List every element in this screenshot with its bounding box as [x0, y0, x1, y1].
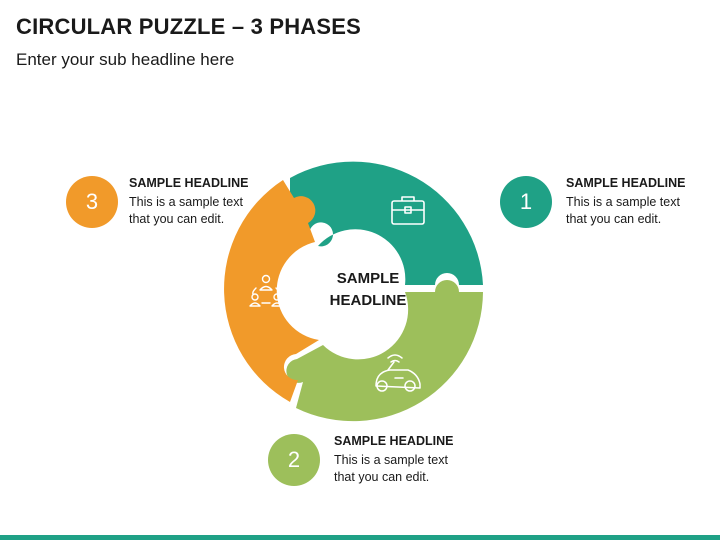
phase-1-body-line-1: This is a sample text — [566, 195, 680, 209]
puzzle-segment-3 — [224, 180, 319, 402]
puzzle-segment-1 — [290, 161, 483, 285]
footer-bar — [0, 535, 720, 540]
center-headline-line-2: HEADLINE — [329, 292, 407, 309]
slide-title: CIRCULAR PUZZLE – 3 PHASES — [16, 14, 362, 39]
phase-1-body-line-2: that you can edit. — [566, 212, 662, 226]
center-headline-line-1: SAMPLE — [336, 270, 400, 287]
center-disc — [307, 242, 403, 338]
phase-1-text: SAMPLE HEADLINE This is a sample text th… — [566, 176, 720, 228]
puzzle-segment-2 — [286, 280, 483, 422]
autonomous-car-icon — [375, 354, 421, 392]
phase-2-body-line-2: that you can edit. — [334, 470, 430, 484]
phase-2-badge: 2 — [268, 434, 320, 486]
team-cycle-icon — [249, 274, 283, 307]
briefcase-icon — [391, 196, 425, 225]
phase-2-body-line-1: This is a sample text — [334, 453, 448, 467]
phase-3-headline: SAMPLE HEADLINE — [129, 176, 249, 190]
phase-2-text: SAMPLE HEADLINE This is a sample text th… — [334, 434, 494, 486]
center-headline: SAMPLE HEADLINE — [294, 268, 442, 312]
phase-3-text: SAMPLE HEADLINE This is a sample text th… — [129, 176, 289, 228]
phase-3-body-line-1: This is a sample text — [129, 195, 243, 209]
phase-1-headline: SAMPLE HEADLINE — [566, 176, 686, 190]
slide-subtitle: Enter your sub headline here — [16, 50, 235, 69]
phase-3-badge: 3 — [66, 176, 118, 228]
phase-2-headline: SAMPLE HEADLINE — [334, 434, 454, 448]
phase-1-badge: 1 — [500, 176, 552, 228]
phase-3-body-line-2: that you can edit. — [129, 212, 225, 226]
